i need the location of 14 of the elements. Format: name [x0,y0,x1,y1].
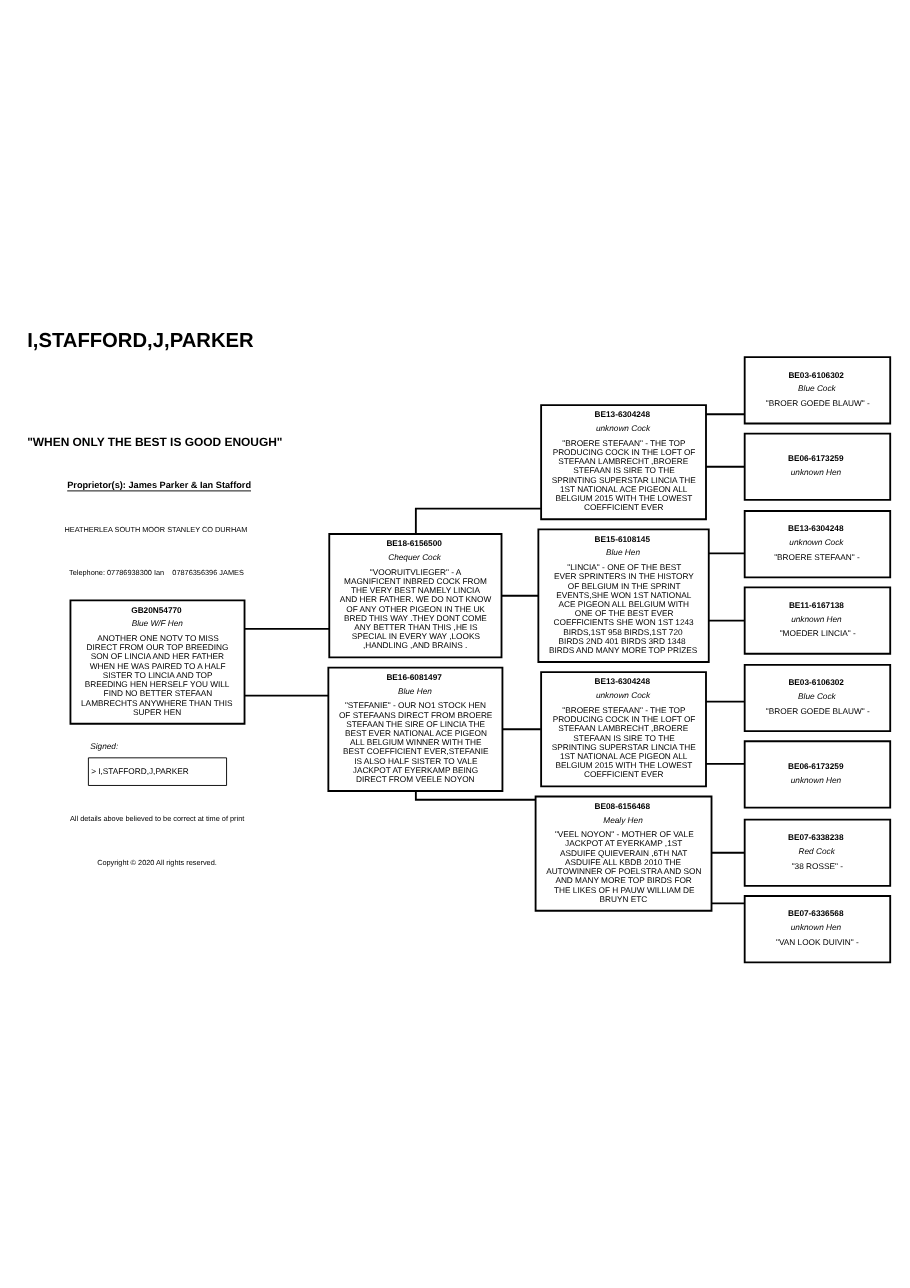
connector [707,551,746,554]
connector [710,850,746,853]
connector [705,464,746,467]
connector [710,901,746,904]
connector [500,593,540,596]
connector [501,727,542,730]
diagram-title: I,STAFFORD,J,PARKER [27,329,254,352]
connector [705,699,746,702]
connector [243,693,330,696]
connector [243,626,330,629]
connector [705,761,746,764]
connector [705,412,746,415]
connector [414,789,537,800]
connector [707,618,746,621]
